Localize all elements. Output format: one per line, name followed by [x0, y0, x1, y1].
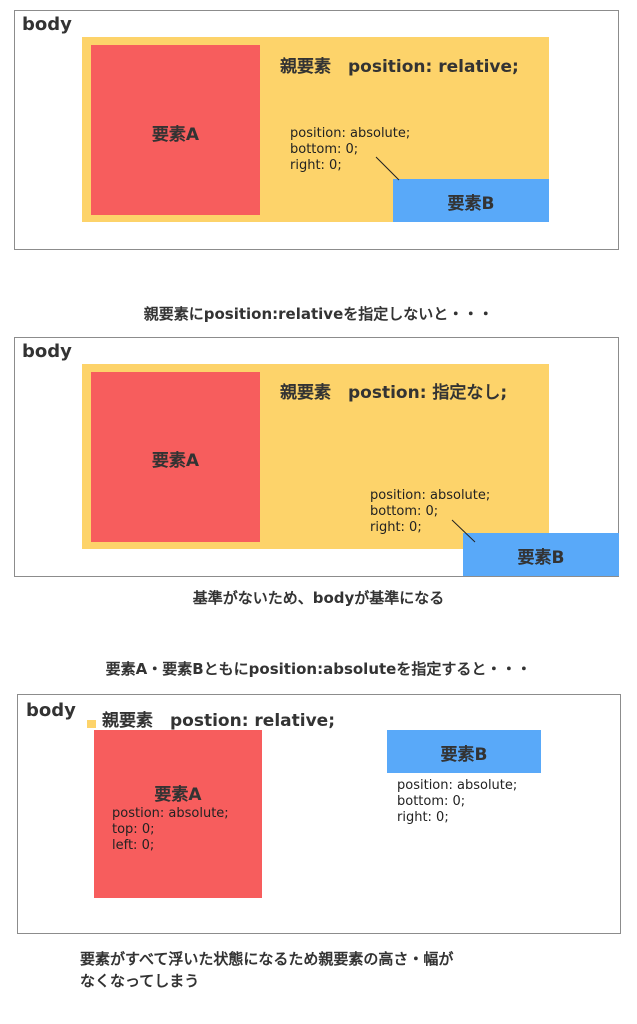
element-b-css-2: position: absolute;bottom: 0;right: 0;	[370, 488, 490, 536]
element-a-label-2: 要素A	[151, 451, 200, 471]
element-a-css-3: postion: absolute;top: 0;left: 0;	[112, 806, 229, 854]
css-line: top: 0;	[112, 822, 155, 837]
caption-4-line-2: なくなってしまう	[80, 972, 200, 990]
body-label-2: body	[22, 341, 72, 362]
element-b-css-3: position: absolute;bottom: 0;right: 0;	[397, 778, 517, 826]
css-line: position: absolute;	[290, 126, 411, 141]
element-b-2	[463, 533, 619, 576]
element-b-css-1: position: absolute;bottom: 0;right: 0;	[290, 126, 410, 174]
caption-4-line-1: 要素がすべて浮いた状態になるため親要素の高さ・幅が	[80, 950, 454, 968]
css-line: position: absolute;	[370, 488, 491, 503]
css-line: bottom: 0;	[370, 504, 439, 519]
caption-1: 親要素にposition:relativeを指定しないと・・・	[143, 305, 494, 323]
css-line: right: 0;	[290, 158, 342, 173]
element-b-1	[393, 179, 549, 222]
css-line: position: absolute;	[397, 778, 518, 793]
element-a-1	[91, 45, 260, 215]
css-line: right: 0;	[370, 520, 422, 535]
element-a-label-3: 要素A	[154, 785, 202, 805]
caption-2: 基準がないため、bodyが基準になる	[192, 589, 445, 607]
parent-title-1: 親要素 position: relative;	[280, 57, 519, 77]
css-line: postion: absolute;	[112, 806, 229, 821]
element-b-label-2: 要素B	[517, 548, 565, 568]
element-b-label-3: 要素B	[440, 745, 488, 765]
css-line: bottom: 0;	[397, 794, 466, 809]
caption-4: 要素がすべて浮いた状態になるため親要素の高さ・幅が なくなってしまう	[80, 948, 453, 992]
caption-3: 要素A・要素Bともにposition:absoluteを指定すると・・・	[105, 660, 532, 678]
body-label-1: body	[22, 14, 72, 35]
parent-element-3	[87, 720, 96, 728]
element-a-3	[94, 730, 262, 898]
element-b-label-1: 要素B	[447, 194, 495, 214]
body-label-3: body	[26, 700, 76, 721]
parent-title-3: 親要素 postion: relative;	[102, 711, 335, 731]
element-a-label-1: 要素A	[151, 125, 200, 145]
element-b-3	[387, 730, 541, 773]
element-a-2	[91, 372, 260, 542]
css-line: right: 0;	[397, 810, 449, 825]
parent-title-2: 親要素 postion: 指定なし;	[280, 383, 508, 403]
css-line: left: 0;	[112, 838, 155, 853]
css-line: bottom: 0;	[290, 142, 359, 157]
